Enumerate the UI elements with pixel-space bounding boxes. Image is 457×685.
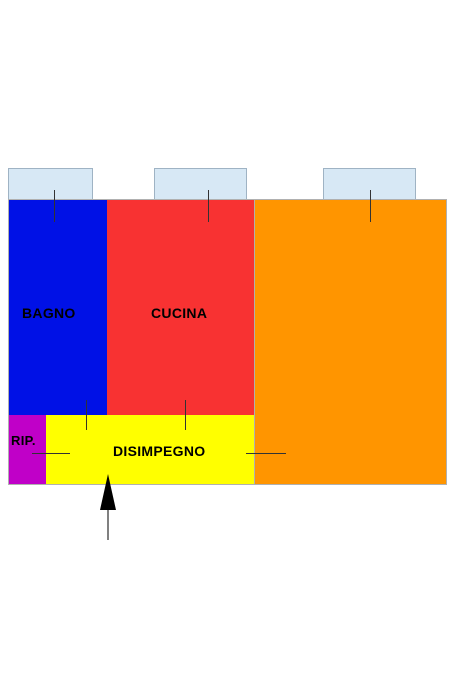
room-label-cucina: CUCINA bbox=[151, 305, 208, 321]
door-tick-bagno bbox=[86, 400, 87, 430]
room-bagno bbox=[8, 199, 107, 415]
plan-outline bbox=[8, 199, 447, 485]
room-label-ripostiglio: RIP. bbox=[11, 433, 36, 448]
window-center bbox=[154, 168, 247, 200]
arrow-up-icon bbox=[100, 474, 116, 540]
door-tick-cucina bbox=[185, 400, 186, 430]
window-tick-right bbox=[370, 190, 371, 222]
room-cucina bbox=[107, 199, 254, 415]
room-disimpegno bbox=[46, 415, 254, 485]
room-label-disimpegno: DISIMPEGNO bbox=[113, 443, 206, 459]
window-tick-center bbox=[208, 190, 209, 222]
window-right bbox=[323, 168, 416, 200]
window-tick-left bbox=[54, 190, 55, 222]
door-tick-ripostiglio bbox=[32, 453, 70, 454]
room-ripostiglio bbox=[8, 415, 46, 485]
room-label-bagno: BAGNO bbox=[22, 305, 76, 321]
door-tick-soggiorno bbox=[246, 453, 286, 454]
window-left bbox=[8, 168, 93, 200]
